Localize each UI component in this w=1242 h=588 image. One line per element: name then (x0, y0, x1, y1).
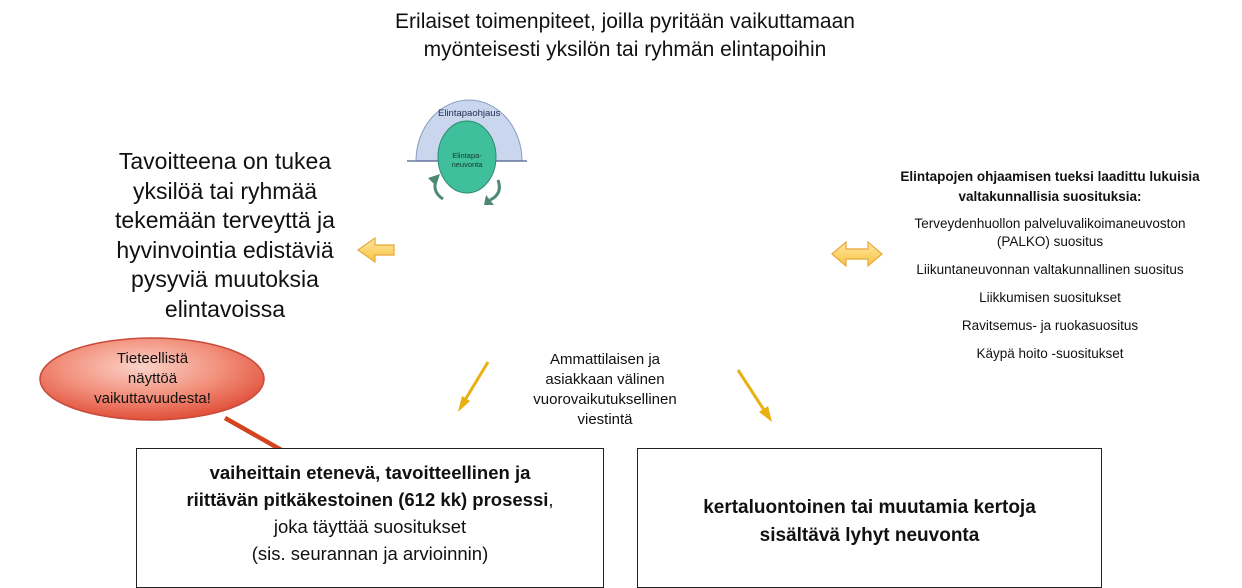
process-box-line-2-bold: riittävän pitkäkestoinen (612 kk) proses… (186, 489, 549, 510)
evidence-callout-bubble (39, 337, 265, 421)
evidence-line-3: vaikuttavuudesta! (94, 390, 211, 407)
recommendations-title-line-1: Elintapojen ohjaamisen tueksi laadittu l… (900, 169, 1200, 184)
interaction-line-2: asiakkaan välinen (545, 371, 665, 388)
process-box-line-1: vaiheittain etenevä, tavoitteellinen ja (209, 462, 531, 483)
recommendation-item: Terveydenhuollon palveluvalikoimaneuvost… (914, 216, 1186, 249)
title-line-2: myönteisesti yksilön tai ryhmän elintapo… (423, 38, 827, 61)
evidence-line-1: Tieteellistä (116, 350, 189, 367)
recommendations-title-line-2: valtakunnallisia suosituksia: (958, 189, 1142, 204)
left-block-arrow-icon (356, 236, 395, 264)
brief-counseling-box: kertaluontoinen tai muutamia kertoja sis… (637, 448, 1102, 588)
logo-inner-label-2: neuvonta (451, 160, 483, 169)
interaction-line-3: vuorovaikutuksellinen (533, 391, 677, 408)
logo-outer-label: Elintapaohjaus (438, 108, 501, 119)
goal-line-3: tekemään terveyttä ja (115, 207, 335, 233)
goal-line-2: yksilöä tai ryhmää (132, 177, 318, 204)
goal-line-6: elintavoissa (164, 295, 286, 322)
evidence-callout-text: Tieteellistä näyttöä vaikuttavuudesta! (40, 336, 265, 422)
process-box-line-4: (sis. seurannan ja arvioinnin) (251, 543, 489, 564)
recommendation-item: Liikuntaneuvonnan valtakunnallinen suosi… (916, 262, 1184, 277)
brief-box-line-2: sisältävä lyhyt neuvonta (759, 525, 980, 546)
process-counseling-box: vaiheittain etenevä, tavoitteellinen ja … (136, 448, 604, 588)
arrow-to-right-box-icon (736, 369, 772, 422)
process-box-line-3: joka täyttää suositukset (273, 516, 467, 537)
goal-line-5: pysyviä muutoksia (131, 266, 319, 292)
recommendation-item: Käypä hoito -suositukset (976, 346, 1124, 361)
diagram-title: Erilaiset toimenpiteet, joilla pyritään … (300, 8, 950, 64)
interaction-line-1: Ammattilaisen ja (549, 351, 661, 368)
double-block-arrow-icon (831, 240, 883, 268)
logo-inner-label-1: Elintapa- (452, 151, 482, 160)
interaction-text: Ammattilaisen ja asiakkaan välinen vuoro… (505, 350, 705, 430)
arrow-to-left-box-icon (458, 361, 490, 412)
process-box-line-2: riittävän pitkäkestoinen (612 kk) proses… (137, 486, 603, 513)
elintapaohjaus-logo-icon (407, 99, 527, 205)
recommendation-item: Liikkumisen suositukset (979, 290, 1121, 305)
interaction-line-4: viestintä (577, 411, 633, 428)
goal-line-1: Tavoitteena on tukea (118, 148, 332, 174)
title-line-1: Erilaiset toimenpiteet, joilla pyritään … (395, 10, 855, 33)
goal-text: Tavoitteena on tukea yksilöä tai ryhmää … (60, 147, 390, 324)
goal-line-4: hyvinvointia edistäviä (116, 236, 334, 263)
recommendations-list: Elintapojen ohjaamisen tueksi laadittu l… (860, 167, 1240, 373)
recommendations-title: Elintapojen ohjaamisen tueksi laadittu l… (860, 167, 1240, 207)
evidence-line-2: näyttöä (127, 370, 178, 387)
brief-box-line-1: kertaluontoinen tai muutamia kertoja (703, 497, 1036, 518)
recommendation-item: Ravitsemus- ja ruokasuositus (961, 318, 1139, 333)
process-box-line-2-suffix: , (548, 489, 554, 510)
logo-inner-label: Elintapa- neuvonta (445, 151, 489, 169)
